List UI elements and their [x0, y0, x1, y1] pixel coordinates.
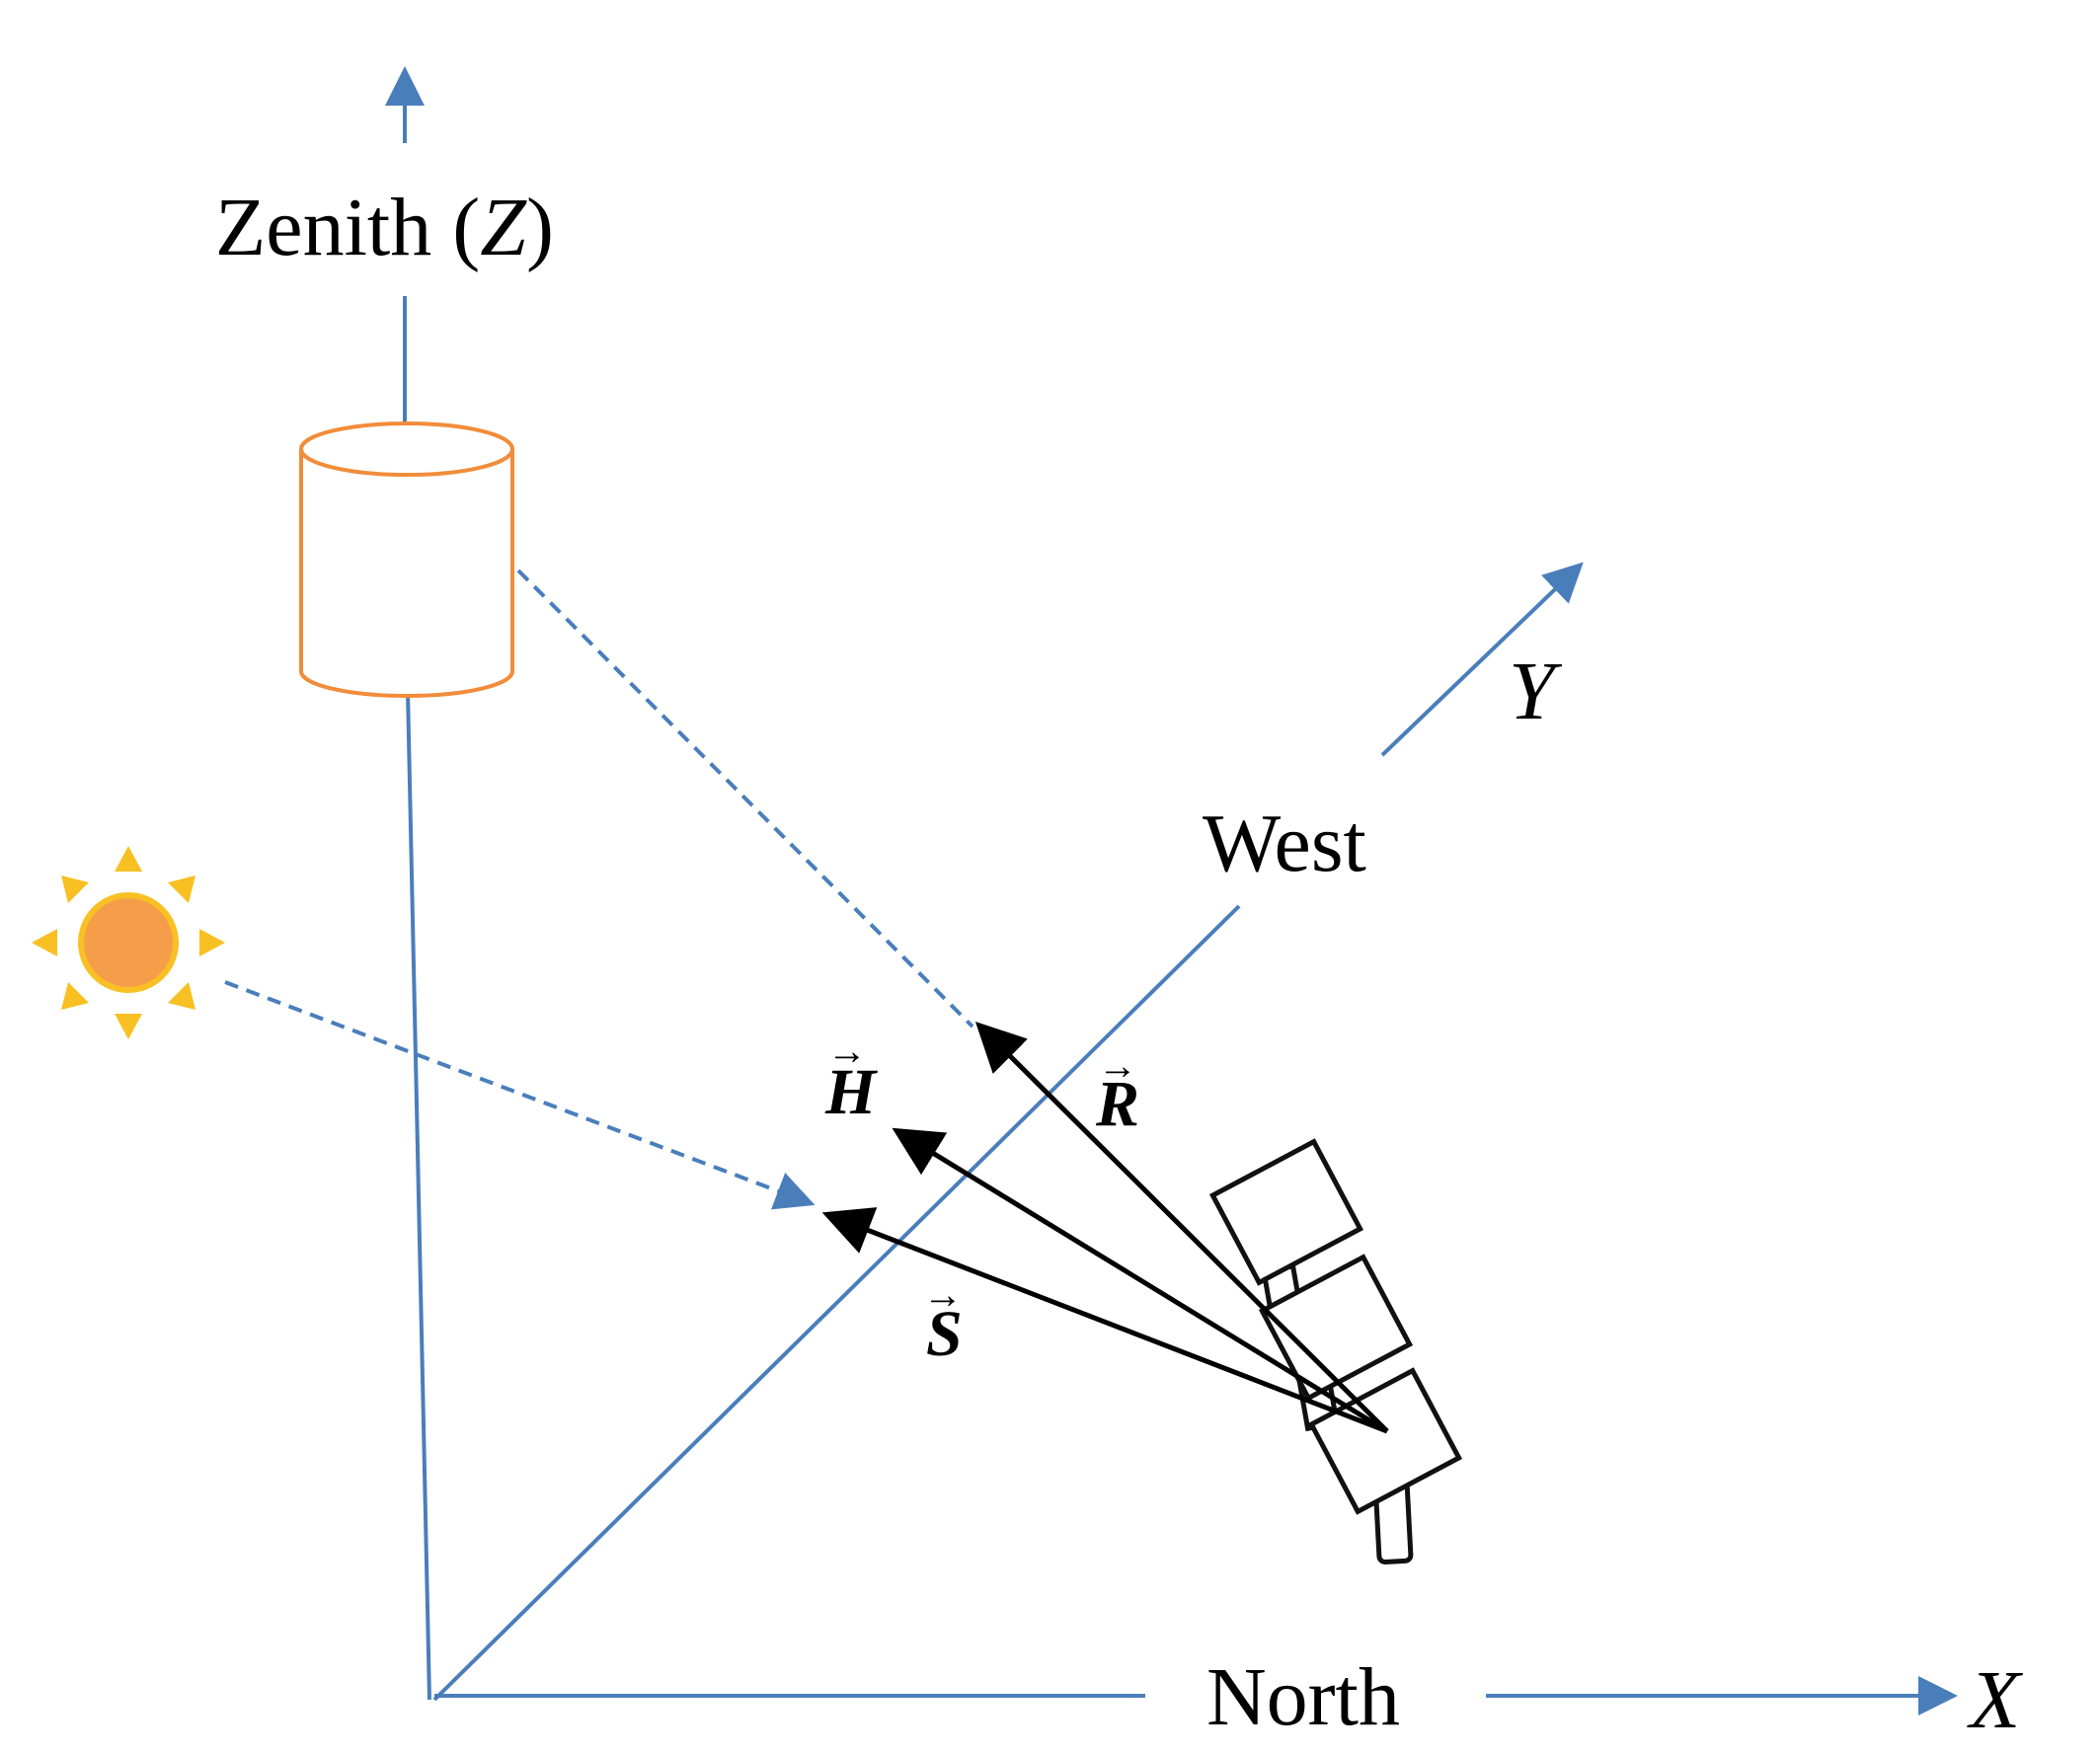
- y-axis: [432, 562, 1584, 1702]
- vector-r-arrow: [974, 1021, 1389, 1433]
- vector-s-arrow: [821, 1207, 1388, 1434]
- svg-text:→: →: [827, 1029, 867, 1073]
- solar-panel-icon: [1208, 1138, 1463, 1564]
- sensor-view-dashed-line: [516, 569, 974, 1029]
- zenith-label: Zenith (Z): [215, 182, 554, 273]
- north-label: North: [1206, 1651, 1400, 1743]
- vector-s-label: → S: [923, 1272, 963, 1370]
- svg-text:→: →: [923, 1272, 963, 1317]
- svg-text:H: H: [824, 1056, 879, 1128]
- sunlight-dashed-line: [224, 980, 816, 1210]
- svg-text:→: →: [1098, 1043, 1137, 1088]
- sensor-cylinder-icon: [299, 421, 514, 698]
- svg-text:R: R: [1095, 1068, 1139, 1140]
- west-label: West: [1203, 798, 1366, 889]
- zenith-axis: [385, 66, 431, 1701]
- x-axis-label: X: [1967, 1654, 2024, 1746]
- vector-h-arrow: [892, 1127, 1389, 1434]
- sun-icon: [32, 846, 225, 1039]
- vector-h-label: → H: [824, 1029, 879, 1128]
- vector-r-label: → R: [1095, 1043, 1139, 1140]
- svg-text:S: S: [926, 1298, 963, 1370]
- y-axis-label: Y: [1509, 646, 1563, 737]
